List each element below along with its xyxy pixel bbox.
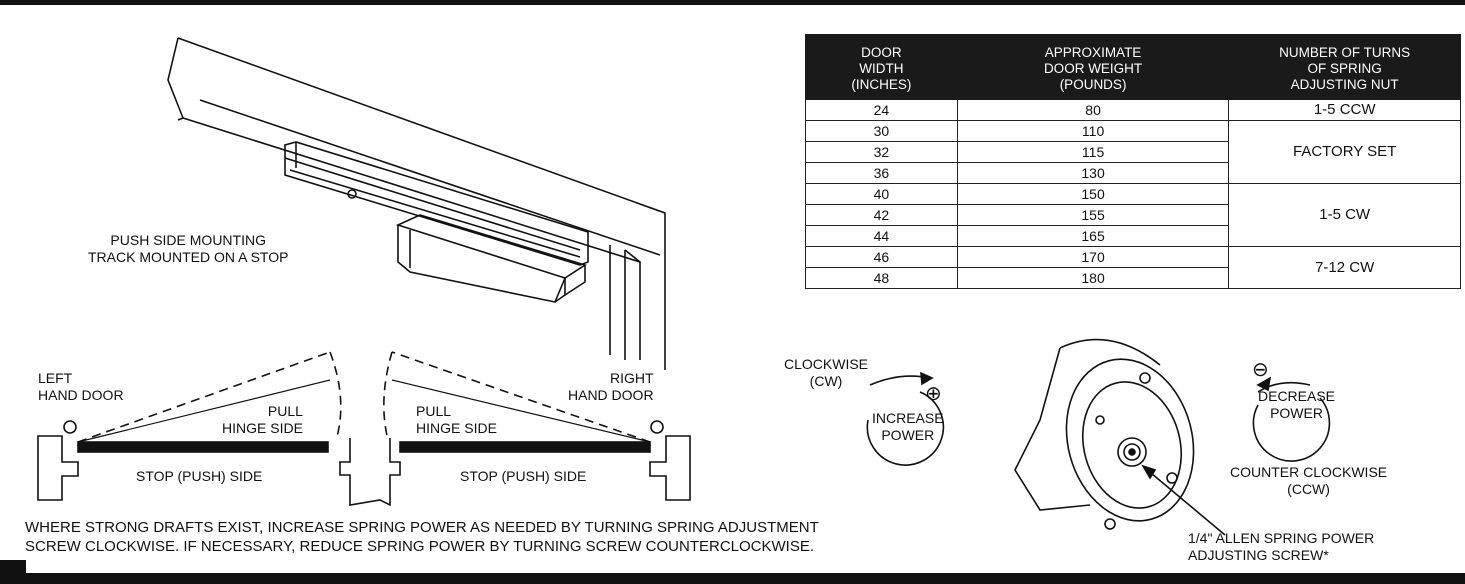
width-cell: 24 — [805, 99, 958, 121]
increase-power-label: INCREASE POWER — [872, 410, 944, 444]
turns-cell: 7-12 CW — [1228, 246, 1461, 289]
power-line: POWER — [881, 427, 935, 443]
screw-label-line2: ADJUSTING SCREW* — [1188, 547, 1329, 563]
right-hand-door-line1: RIGHT — [610, 370, 654, 386]
weight-cell: 155 — [956, 204, 1230, 226]
header-cell-line: WIDTH — [859, 61, 904, 76]
width-cell: 30 — [805, 120, 958, 142]
left-pull-label: PULL HINGE SIDE — [222, 403, 303, 437]
plus-symbol-icon: ⊕ — [925, 383, 942, 405]
drafts-note: WHERE STRONG DRAFTS EXIST, INCREASE SPRI… — [25, 518, 819, 556]
weight-cell: 165 — [956, 225, 1230, 247]
mounting-label-line2: TRACK MOUNTED ON A STOP — [88, 249, 289, 265]
closer-track-drawing — [284, 141, 589, 266]
bottom-border — [0, 573, 1465, 584]
table-row: 44 165 — [805, 225, 1461, 247]
header-door-width: DOOR WIDTH (INCHES) — [805, 34, 958, 100]
left-pull-line1: PULL — [267, 403, 303, 419]
table-row: 48 180 — [805, 267, 1461, 289]
ccw-label-line2: (CCW) — [1287, 481, 1330, 497]
clockwise-label-line2: (CW) — [809, 373, 843, 389]
header-cell-line: DOOR — [861, 45, 902, 60]
ccw-rotation-arrow — [1252, 376, 1331, 462]
weight-cell: 110 — [956, 120, 1230, 142]
table-row: 30 110 FACTORY SET — [805, 120, 1461, 184]
clockwise-label: CLOCKWISE (CW) — [784, 356, 868, 390]
left-pull-line2: HINGE SIDE — [222, 420, 303, 436]
clockwise-label-line1: CLOCKWISE — [784, 356, 869, 372]
left-hand-door-label: LEFT HAND DOOR — [38, 370, 124, 404]
power-line-ccw: POWER — [1270, 405, 1323, 421]
width-cell: 42 — [805, 204, 958, 226]
table-row: 40 150 1-5 CW — [805, 183, 1461, 247]
header-cell-line: APPROXIMATE — [1044, 45, 1142, 60]
table-row: 24 80 1-5 CCW — [805, 99, 1461, 121]
weight-cell: 115 — [956, 141, 1230, 163]
adjusting-screw-drawing — [1014, 338, 1226, 536]
spring-adjustment-table: DOOR WIDTH (INCHES) APPROXIMATE DOOR WEI… — [805, 34, 1461, 289]
turns-cell: 1-5 CCW — [1228, 99, 1461, 121]
decrease-line: DECREASE — [1258, 388, 1336, 404]
bottom-corner-tick — [0, 560, 26, 573]
left-door-plan — [37, 351, 342, 501]
right-hand-door-label: RIGHT HAND DOOR — [568, 370, 654, 404]
right-pull-line2: HINGE SIDE — [416, 420, 497, 436]
header-cell-line: OF SPRING — [1307, 61, 1382, 76]
table-row: 46 170 7-12 CW — [805, 246, 1461, 289]
header-cell-line: (POUNDS) — [1059, 77, 1127, 92]
left-hand-door-line1: LEFT — [38, 370, 73, 386]
turns-cell: FACTORY SET — [1228, 120, 1461, 184]
table-header-row: DOOR WIDTH (INCHES) APPROXIMATE DOOR WEI… — [805, 34, 1461, 100]
left-hand-door-line2: HAND DOOR — [38, 387, 124, 403]
header-cell-line: ADJUSTING NUT — [1290, 77, 1399, 92]
ccw-label-line1: COUNTER CLOCKWISE — [1230, 464, 1388, 480]
width-cell: 40 — [805, 183, 958, 205]
header-cell-line: DOOR WEIGHT — [1043, 61, 1143, 76]
closer-body-drawing — [395, 214, 587, 303]
mounting-label: PUSH SIDE MOUNTING TRACK MOUNTED ON A ST… — [88, 232, 288, 266]
header-door-weight: APPROXIMATE DOOR WEIGHT (POUNDS) — [956, 34, 1230, 100]
minus-symbol-icon: ⊖ — [1252, 359, 1269, 381]
header-cell-line: NUMBER OF TURNS — [1279, 45, 1411, 60]
door-frame-drawing — [167, 37, 666, 370]
right-pull-label: PULL HINGE SIDE — [416, 403, 497, 437]
header-turns: NUMBER OF TURNS OF SPRING ADJUSTING NUT — [1228, 34, 1461, 100]
top-border — [0, 0, 1465, 5]
header-cell-line: (INCHES) — [851, 77, 912, 92]
screw-label: 1/4" ALLEN SPRING POWER ADJUSTING SCREW* — [1188, 530, 1374, 564]
turns-cell: 1-5 CW — [1228, 183, 1461, 247]
width-cell: 32 — [805, 141, 958, 163]
drafts-note-line1: WHERE STRONG DRAFTS EXIST, INCREASE SPRI… — [25, 519, 819, 536]
drafts-note-line2: SCREW CLOCKWISE. IF NECESSARY, REDUCE SP… — [25, 538, 815, 555]
right-hand-door-line2: HAND DOOR — [568, 387, 654, 403]
cw-rotation-arrow — [866, 371, 945, 466]
right-pull-line1: PULL — [416, 403, 452, 419]
center-wall-plan — [339, 438, 401, 507]
counter-clockwise-label: COUNTER CLOCKWISE (CCW) — [1230, 464, 1387, 498]
decrease-power-label: DECREASE POWER — [1258, 388, 1335, 422]
weight-cell: 80 — [956, 99, 1230, 121]
width-cell: 46 — [805, 246, 958, 268]
weight-cell: 180 — [956, 267, 1230, 289]
mounting-label-line1: PUSH SIDE MOUNTING — [110, 232, 266, 248]
right-door-plan — [383, 351, 691, 501]
weight-cell: 150 — [956, 183, 1230, 205]
width-cell: 36 — [805, 162, 958, 184]
right-stop-label: STOP (PUSH) SIDE — [460, 468, 587, 484]
width-cell: 48 — [805, 267, 958, 289]
weight-cell: 170 — [956, 246, 1230, 268]
weight-cell: 130 — [956, 162, 1230, 184]
screw-label-line1: 1/4" ALLEN SPRING POWER — [1188, 530, 1375, 546]
left-stop-label: STOP (PUSH) SIDE — [136, 468, 263, 484]
width-cell: 44 — [805, 225, 958, 247]
increase-line: INCREASE — [872, 410, 944, 426]
